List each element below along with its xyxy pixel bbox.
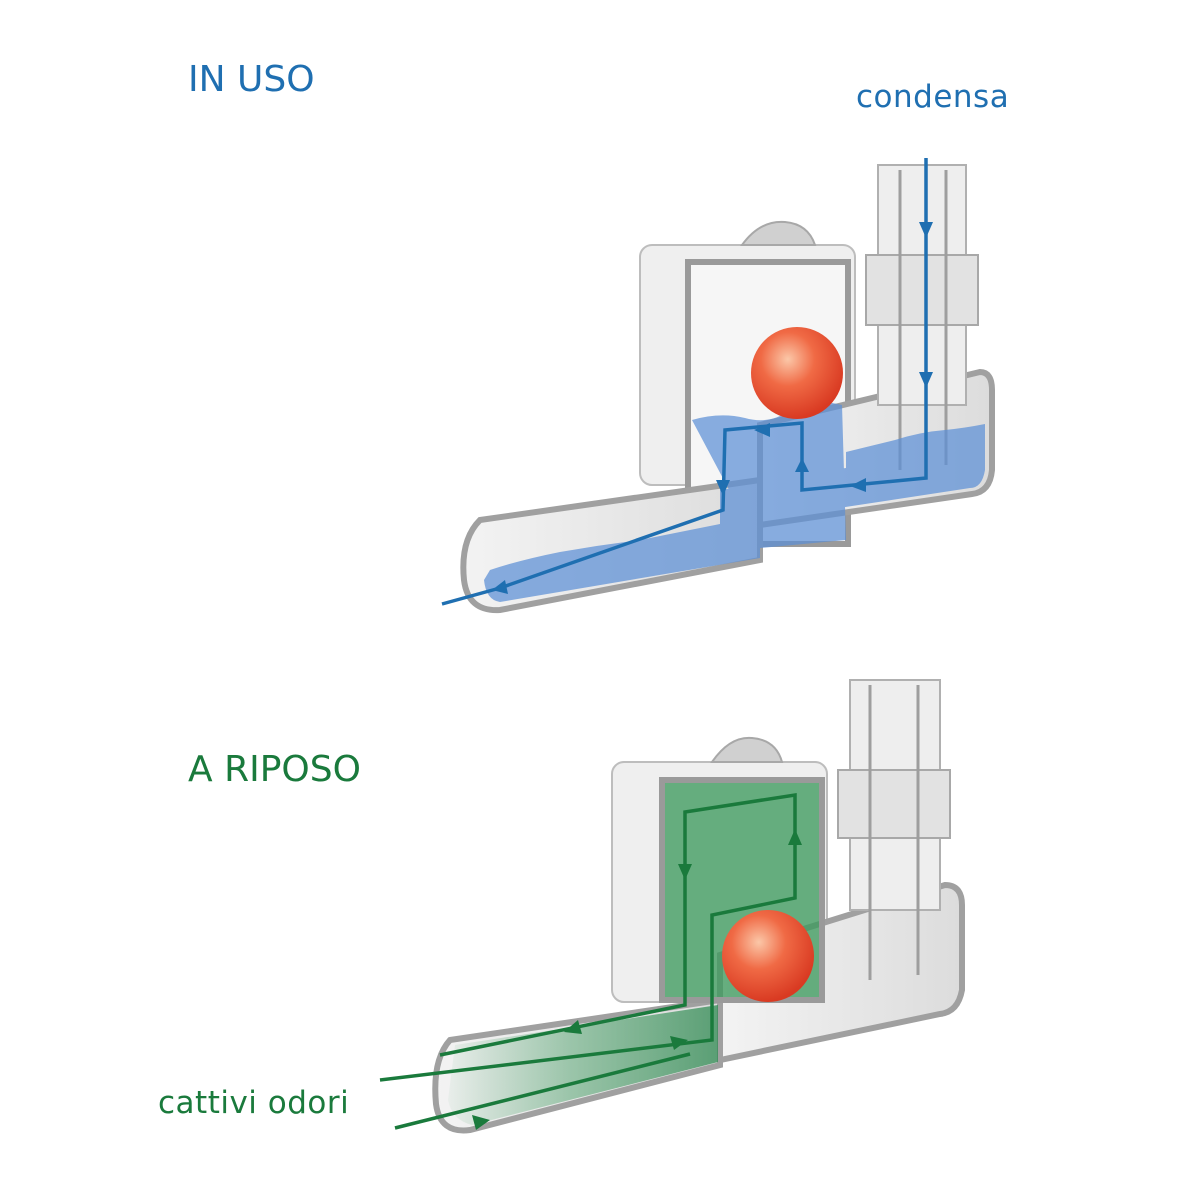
bad-odors-label: cattivi odori xyxy=(158,1085,350,1121)
flow-arrow-icon xyxy=(716,480,730,496)
flow-arrow-icon xyxy=(919,372,933,388)
float-ball-icon xyxy=(751,327,843,419)
flow-arrow-icon xyxy=(678,864,692,880)
odor-fill xyxy=(448,1005,718,1125)
at-rest-title: A RIPOSO xyxy=(188,749,361,790)
flow-arrow-icon xyxy=(564,1020,582,1034)
in-use-title: IN USO xyxy=(188,59,315,100)
odor-flow-line xyxy=(379,792,797,1082)
in-use-siphon xyxy=(441,158,995,614)
elbow-pipe xyxy=(717,881,965,1064)
flow-arrow-icon xyxy=(850,478,866,492)
odor-flow-line xyxy=(394,1052,691,1130)
flow-arrow-icon xyxy=(919,222,933,238)
flow-arrow-icon xyxy=(795,458,809,472)
at-rest-siphon xyxy=(379,679,965,1134)
water-fill xyxy=(484,402,985,602)
flow-arrow-icon xyxy=(754,423,770,437)
flow-arrow-icon xyxy=(472,1115,490,1130)
housing-cap xyxy=(710,736,784,763)
inlet-nut xyxy=(837,769,951,839)
inlet-nut xyxy=(865,254,979,326)
condensate-label: condensa xyxy=(856,79,1010,115)
flow-arrow-icon xyxy=(670,1036,688,1050)
flow-arrow-icon xyxy=(492,580,508,594)
flow-arrow-icon xyxy=(788,829,802,845)
housing-cap xyxy=(740,220,817,246)
float-ball-icon xyxy=(722,910,814,1002)
